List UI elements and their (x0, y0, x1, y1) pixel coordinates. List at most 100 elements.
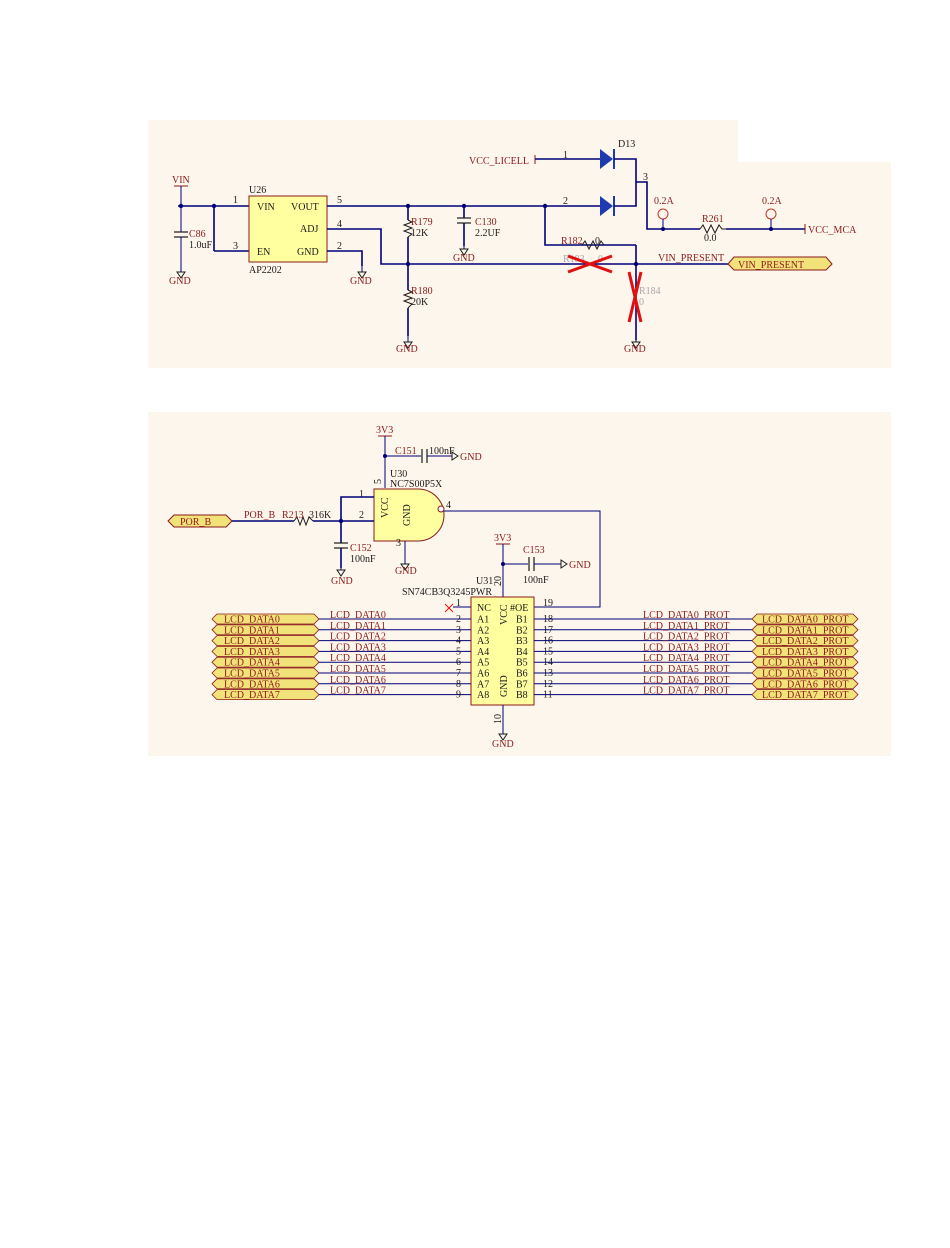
svg-text:0: 0 (595, 236, 600, 247)
u31-pin-name-a: A7 (477, 679, 489, 690)
oe-wire (444, 510, 601, 608)
svg-text:GND: GND (169, 276, 191, 287)
svg-text:POR_B: POR_B (180, 517, 211, 528)
diode-d13: D13 1 2 3 (563, 139, 805, 230)
junction-dot (661, 227, 665, 231)
svg-text:U30: U30 (390, 469, 407, 480)
top-panel-background (148, 120, 891, 368)
svg-text:C130: C130 (475, 217, 497, 228)
lcd-data-net-out-label: LCD_DATA5_PROT (643, 664, 729, 675)
svg-text:R180: R180 (411, 286, 433, 297)
junction-dot (405, 261, 411, 267)
capacitor-c130: C130 2.2UF GND (453, 217, 501, 264)
svg-text:1: 1 (233, 195, 238, 206)
resistor-r182: R182 0 (561, 236, 605, 251)
svg-text:10: 10 (493, 714, 504, 724)
lcd-data-net-in-label: LCD_DATA6 (330, 675, 386, 686)
lcd-data-port-out (751, 613, 859, 625)
u26-gnd-connection: GND (327, 250, 372, 287)
lcd-data-port-out-label: LCD_DATA5_PROT (762, 669, 848, 680)
svg-text:4: 4 (446, 500, 451, 511)
svg-text:1: 1 (563, 150, 568, 161)
lcd-data-port-out-label: LCD_DATA1_PROT (762, 625, 848, 636)
resistor-r184-dnp: R184 0 GND (624, 271, 661, 355)
svg-text:2: 2 (563, 196, 568, 207)
svg-text:C151: C151 (395, 446, 417, 457)
resistor-r180: R180 20K GND (396, 286, 433, 355)
u31-pin-name-a: A4 (477, 647, 489, 658)
vin-power-symbol: VIN (172, 175, 190, 206)
svg-text:VIN: VIN (172, 175, 190, 186)
svg-text:2.2UF: 2.2UF (475, 228, 501, 239)
top-schematic-panel: VIN C86 1.0uF GND U26 VIN VOUT (148, 120, 891, 368)
lcd-data-port-out-label: LCD_DATA6_PROT (762, 679, 848, 690)
lcd-data-port-in-label: LCD_DATA6 (224, 679, 280, 690)
lcd-data-net-out-label: LCD_DATA0_PROT (643, 610, 729, 621)
svg-text:GND: GND (624, 344, 646, 355)
svg-text:2: 2 (337, 241, 342, 252)
lcd-data-port-in-label: LCD_DATA7 (224, 690, 280, 701)
bottom-schematic-panel: 3V3 GND C151 100nF U30 NC7S00P5X VCC GND… (148, 412, 891, 756)
u31-pin-name-b: B8 (516, 690, 528, 701)
svg-text:ADJ: ADJ (300, 224, 318, 235)
svg-text:SN74CB3Q3245PWR: SN74CB3Q3245PWR (402, 587, 492, 598)
svg-text:GND: GND (350, 276, 372, 287)
u31-pin-number-a: 5 (456, 646, 461, 657)
svg-text:GND: GND (569, 560, 591, 571)
lcd-data-port-out (751, 678, 859, 690)
vin-present-port: VIN_PRESENT (727, 256, 833, 271)
lcd-data-port-out (751, 635, 859, 646)
svg-text:3V3: 3V3 (376, 425, 393, 436)
svg-text:VIN_PRESENT: VIN_PRESENT (738, 260, 804, 271)
svg-text:VCC_LICELL: VCC_LICELL (469, 156, 529, 167)
lcd-data-port-in-label: LCD_DATA2 (224, 636, 280, 647)
lcd-data-net-out-label: LCD_DATA3_PROT (643, 642, 729, 653)
svg-text:R184: R184 (639, 286, 661, 297)
svg-text:AP2202: AP2202 (249, 265, 282, 276)
u31-pin-name-a: A3 (477, 636, 489, 647)
lcd-data-port-out-label: LCD_DATA0_PROT (762, 615, 848, 626)
lcd-data-net-out-label: LCD_DATA4_PROT (643, 653, 729, 664)
svg-text:0.2A: 0.2A (762, 196, 783, 207)
svg-text:R179: R179 (411, 217, 433, 228)
svg-text:GND: GND (453, 253, 475, 264)
por-b-net-label: POR_B (244, 510, 275, 521)
lcd-data-net-in-label: LCD_DATA4 (330, 653, 386, 664)
svg-text:VCC_MCA: VCC_MCA (808, 225, 857, 236)
svg-text:GND: GND (460, 452, 482, 463)
u31-pin-number-a: 3 (456, 625, 461, 636)
svg-text:1.0uF: 1.0uF (189, 240, 213, 251)
nand-gate-u30: U30 NC7S00P5X VCC GND 1 2 3 4 5 GND (359, 469, 451, 577)
u31-pin-name-b: B6 (516, 669, 528, 680)
u31-pin-number-a: 7 (456, 668, 461, 679)
svg-text:C86: C86 (189, 229, 206, 240)
lcd-data-net-out-label: LCD_DATA2_PROT (643, 632, 729, 643)
lcd-data-port-in-label: LCD_DATA3 (224, 647, 280, 658)
regulator-u26: U26 VIN VOUT ADJ EN GND AP2202 1 3 5 4 2 (233, 185, 342, 276)
svg-text:3: 3 (643, 172, 648, 183)
capacitor-c86: C86 1.0uF GND (169, 206, 213, 287)
u31-pin-name-a: A5 (477, 658, 489, 669)
lcd-data-port-out-label: LCD_DATA4_PROT (762, 658, 848, 669)
lcd-data-port-in-label: LCD_DATA5 (224, 669, 280, 680)
svg-text:4: 4 (337, 219, 342, 230)
svg-text:5: 5 (373, 479, 384, 484)
u30-supply: 3V3 GND C151 100nF (376, 425, 482, 488)
u31-pin-number-a: 4 (456, 636, 461, 647)
svg-text:GND: GND (402, 504, 413, 526)
lcd-data-net-out-label: LCD_DATA1_PROT (643, 621, 729, 632)
resistor-r179: R179 12K (402, 217, 433, 239)
svg-text:R182: R182 (561, 236, 583, 247)
junction-dot (211, 203, 217, 209)
junction-dot (461, 203, 467, 209)
u31-pin-number-a: 8 (456, 679, 461, 690)
svg-text:3V3: 3V3 (494, 533, 511, 544)
junction-dot (769, 227, 773, 231)
svg-text:VCC: VCC (499, 604, 510, 625)
u31-pin-name-b: B5 (516, 658, 528, 669)
lcd-data-port-out-label: LCD_DATA7_PROT (762, 690, 848, 701)
svg-text:C153: C153 (523, 545, 545, 556)
lcd-data-port-out-label: LCD_DATA2_PROT (762, 636, 848, 647)
svg-text:VOUT: VOUT (291, 202, 319, 213)
